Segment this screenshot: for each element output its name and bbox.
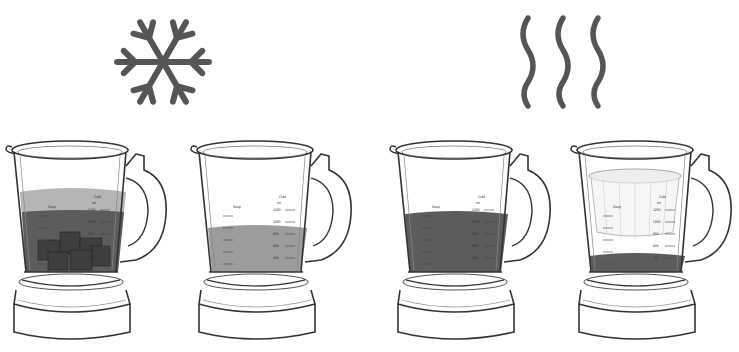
scale-unit-label: ml	[476, 201, 480, 205]
scale-mark-label: 400	[653, 256, 659, 260]
scale-hot-label: Soup	[48, 205, 56, 209]
scale-mark-label: 600	[653, 244, 659, 248]
scale-mark-label: 1200	[88, 208, 96, 212]
scale-mark-label: 1200	[472, 208, 480, 212]
scale-cold-label: Cold	[659, 195, 666, 199]
scale-unit-label: ml	[92, 201, 96, 205]
scale-cold-label: Cold	[478, 195, 485, 199]
scale-mark-label: 600	[472, 244, 478, 248]
scale-mark-label: 400	[273, 256, 279, 260]
snowflake-branch	[173, 22, 177, 38]
scale-mark-label: 1000	[472, 220, 480, 224]
scale-mark-label: 1000	[88, 220, 96, 224]
snowflake-branch	[149, 86, 153, 102]
snowflake-branch	[177, 86, 193, 90]
scale-cold-label: Cold	[94, 195, 101, 199]
scale-hot-label: Soup	[613, 205, 621, 209]
snowflake-icon	[117, 22, 209, 102]
scale-mark-label: 800	[273, 232, 279, 236]
liquid	[208, 225, 307, 272]
scale-mark-label: 800	[472, 232, 478, 236]
scale-unit-label: ml	[277, 201, 281, 205]
scale-mark-label: 1000	[273, 220, 281, 224]
scale-hot-label: Soup	[432, 205, 440, 209]
liquid	[405, 211, 508, 272]
scale-unit-label: ml	[657, 201, 661, 205]
scale-mark-label: 800	[653, 232, 659, 236]
scale-mark-label: 400	[88, 256, 94, 260]
scale-mark-label: 1000	[653, 220, 661, 224]
scale-mark-label: 1200	[653, 208, 661, 212]
scale-mark-label: 1200	[273, 208, 281, 212]
scale-mark-label: 400	[472, 256, 478, 260]
scale-mark-label: 600	[273, 244, 279, 248]
scale-mark-label: 800	[88, 232, 94, 236]
scale-hot-label: Soup	[233, 205, 241, 209]
scale-cold-label: Cold	[279, 195, 286, 199]
snowflake-branch	[134, 34, 150, 38]
strainer-basket	[589, 169, 681, 239]
steam-icon	[523, 18, 603, 106]
liquid	[589, 253, 685, 272]
scale-mark-label: 600	[88, 244, 94, 248]
